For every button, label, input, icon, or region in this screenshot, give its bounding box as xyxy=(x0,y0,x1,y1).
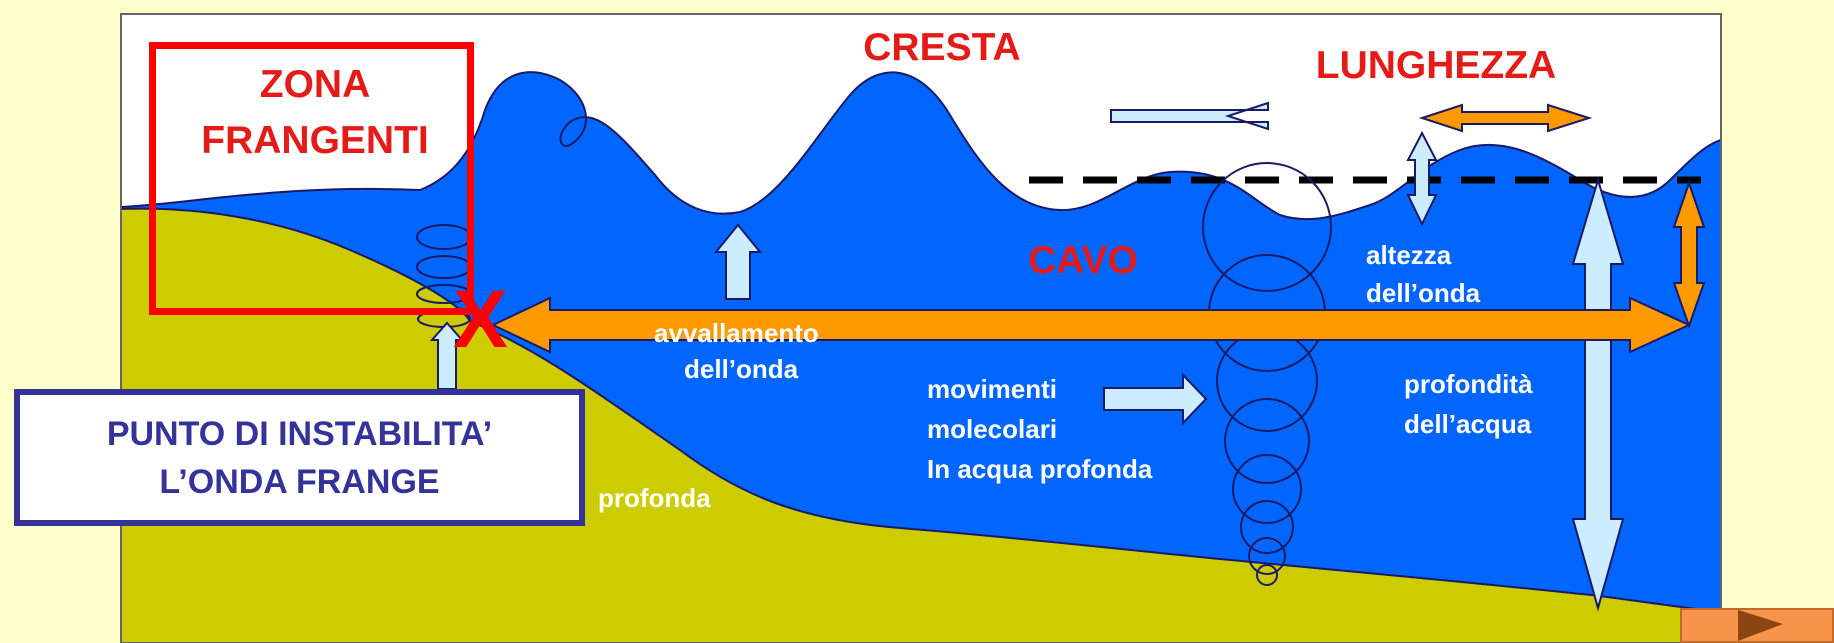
trough-depression-label-line2: dell’onda xyxy=(684,354,799,384)
trough-up-arrow xyxy=(713,223,763,300)
diagram-frame xyxy=(120,13,1722,643)
breaking-depth-arrow xyxy=(490,296,1692,354)
wave-height-arrow xyxy=(1406,130,1438,227)
molecular-motion-arrow xyxy=(1103,372,1208,426)
wavelength-arrow-orange xyxy=(1418,103,1593,133)
next-slide-button[interactable] xyxy=(1680,608,1834,643)
play-triangle-icon xyxy=(1738,610,1783,641)
instability-point-label-line2: L’ONDA FRANGE xyxy=(159,462,440,501)
wavelength-arrow-light xyxy=(1110,101,1269,131)
molecular-motion-label-line1: movimenti xyxy=(927,374,1058,404)
instability-point-label-line1: PUNTO DI INSTABILITA’ xyxy=(106,414,493,453)
trough-depression-label-line1: avvallamento xyxy=(654,318,819,348)
instability-point-x-mark: X xyxy=(453,274,508,365)
molecular-motion-label-line3: In acqua profonda xyxy=(927,454,1153,484)
wave-height-label-line2: dell’onda xyxy=(1366,278,1481,308)
water-depth-arrow xyxy=(1571,176,1625,612)
trough-label: CAVO xyxy=(1028,239,1138,282)
breaker-zone-label-line2: FRANGENTI xyxy=(201,119,429,162)
breaker-zone-box xyxy=(149,42,474,315)
water-depth-label-line2: dell’acqua xyxy=(1404,409,1532,439)
breaker-zone-label-line1: ZONA xyxy=(259,63,371,106)
instability-point-box: PUNTO DI INSTABILITA’ L’ONDA FRANGE xyxy=(14,389,585,526)
seabed xyxy=(121,207,1721,643)
water-depth-label-line1: profondità xyxy=(1404,369,1533,399)
crest-label: CRESTA xyxy=(863,26,1021,69)
deep-water-label: profonda xyxy=(598,483,711,513)
molecular-motion-label-line2: molecolari xyxy=(927,414,1058,444)
wave-height-label-line1: altezza xyxy=(1366,240,1452,270)
wavelength-label: LUNGHEZZA xyxy=(1315,44,1557,87)
